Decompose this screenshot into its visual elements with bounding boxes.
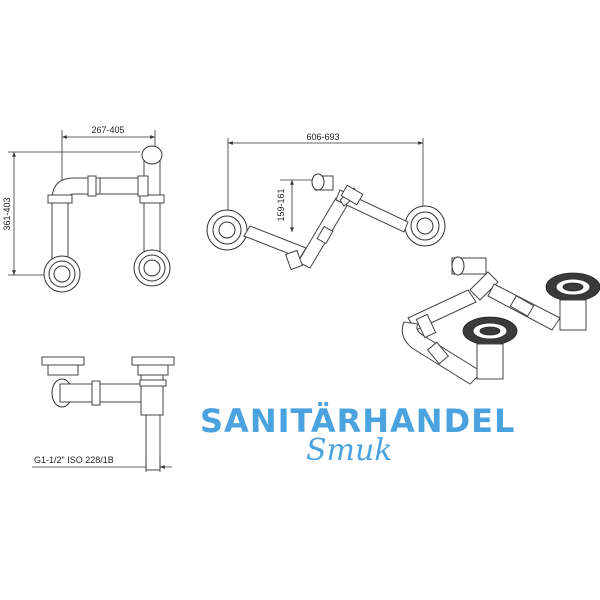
- top-view: 606-693 159-161: [206, 132, 446, 271]
- top-width-label: 606-693: [306, 132, 339, 142]
- watermark-line2: Smuk: [306, 433, 393, 468]
- isometric-view: [401, 256, 600, 385]
- watermark-logo: SANITÄRHANDEL Smuk: [200, 402, 515, 468]
- watermark-line1: SANITÄRHANDEL: [200, 402, 515, 440]
- thread-spec-label: G1-1/2" ISO 228/1B: [34, 455, 114, 465]
- side-view: G1-1/2" ISO 228/1B: [32, 356, 175, 472]
- front-width-label: 267-405: [91, 125, 124, 135]
- top-offset-label: 159-161: [276, 188, 286, 221]
- front-view: 267-405 361-403: [2, 125, 171, 293]
- front-height-label: 361-403: [2, 197, 12, 230]
